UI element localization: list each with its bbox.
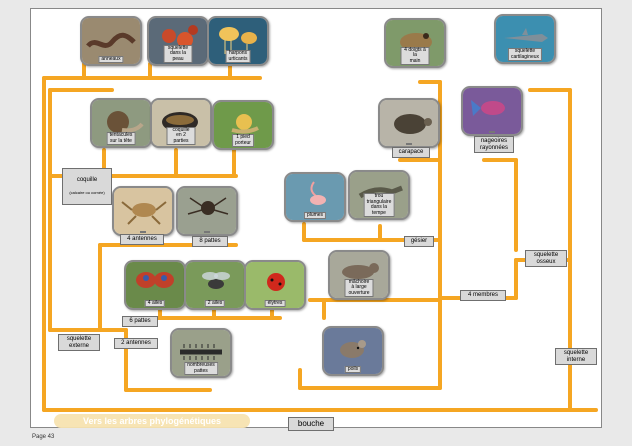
- photo-mussel: coquille en 2 parties: [150, 98, 212, 148]
- caption-cat: mâchoire à large ouverture: [344, 278, 374, 297]
- caption-frog: 4 doigts à la main: [400, 46, 430, 65]
- label-huit-pattes: 8 pattes: [192, 236, 228, 247]
- photo-frog: 4 doigts à la main: [384, 18, 446, 68]
- label-squelette-osseux: squelette osseux: [525, 250, 567, 267]
- photo-turtle: [378, 98, 440, 148]
- caption-slug: 1 pied porteur: [232, 134, 254, 147]
- label-coquille: coquille (calcaire ou cornée): [62, 168, 112, 205]
- photo-fly: 2 ailes: [184, 260, 246, 310]
- label-deux-antennes: 2 antennes: [114, 338, 158, 349]
- turtle-image: [380, 100, 438, 146]
- caption-fish: [489, 131, 495, 133]
- photo-cat: mâchoire à large ouverture: [328, 250, 390, 300]
- caption-ladybug: élytres: [264, 299, 286, 307]
- label-quatre-membres: 4 membres: [460, 290, 506, 301]
- label-bouche: bouche: [288, 417, 334, 431]
- fish-image: [463, 88, 521, 134]
- label-squelette-interne: squelette interne: [555, 348, 597, 365]
- snail-image: [92, 100, 150, 146]
- caption-jellyfish: harpons urticants: [225, 50, 251, 63]
- caption-snail: tentacules sur la tête: [106, 132, 136, 145]
- photo-flamingo: plumes: [284, 172, 346, 222]
- caption-flamingo: plumes: [303, 211, 327, 219]
- label-coquille-note: (calcaire ou cornée): [69, 189, 105, 195]
- page-number: Page 43: [32, 434, 55, 440]
- crab-image: [114, 188, 172, 234]
- photo-slug: 1 pied porteur: [212, 100, 274, 150]
- photo-fish: [461, 86, 523, 136]
- caption-mussel: coquille en 2 parties: [166, 126, 196, 145]
- photo-ladybug: élytres: [244, 260, 306, 310]
- caption-lizard: trou triangulaire dans la tempe: [363, 193, 395, 217]
- caption-turtle: [406, 143, 412, 145]
- label-squelette-externe: squelette externe: [58, 334, 100, 351]
- banner-link[interactable]: Vers les arbres phylogénétiques: [54, 414, 250, 428]
- photo-annelid: anneaux: [80, 16, 142, 66]
- photo-starfish: squelette dans la peau: [147, 16, 209, 66]
- photo-crab: [112, 186, 174, 236]
- caption-centipede: nombreuses pattes: [184, 362, 218, 375]
- photo-mouse: poils: [322, 326, 384, 376]
- photo-centipede: nombreuses pattes: [170, 328, 232, 378]
- photo-shark: squelette cartilagineux: [494, 14, 556, 64]
- photo-snail: tentacules sur la tête: [90, 98, 152, 148]
- caption-mouse: poils: [344, 365, 362, 373]
- label-carapace: carapace: [392, 147, 430, 158]
- caption-spider: [204, 231, 210, 233]
- photo-jellyfish: harpons urticants: [207, 16, 269, 66]
- caption-crab: [140, 231, 146, 233]
- caption-butterfly: 4 ailes: [144, 299, 166, 307]
- label-six-pattes: 6 pattes: [122, 316, 158, 327]
- caption-starfish: squelette dans la peau: [163, 44, 193, 63]
- spider-image: [178, 188, 236, 234]
- caption-fly: 2 ailes: [204, 299, 226, 307]
- caption-shark: squelette cartilagineux: [507, 48, 543, 61]
- label-gesier: gésier: [404, 236, 434, 247]
- label-nageoires-rayonnees: nageoires rayonnées: [474, 136, 514, 153]
- photo-lizard: trou triangulaire dans la tempe: [348, 170, 410, 220]
- label-quatre-antennes: 4 antennes: [120, 234, 164, 245]
- photo-butterfly: 4 ailes: [124, 260, 186, 310]
- photo-spider: [176, 186, 238, 236]
- label-coquille-text: coquille: [76, 176, 98, 183]
- caption-annelid: anneaux: [98, 55, 124, 63]
